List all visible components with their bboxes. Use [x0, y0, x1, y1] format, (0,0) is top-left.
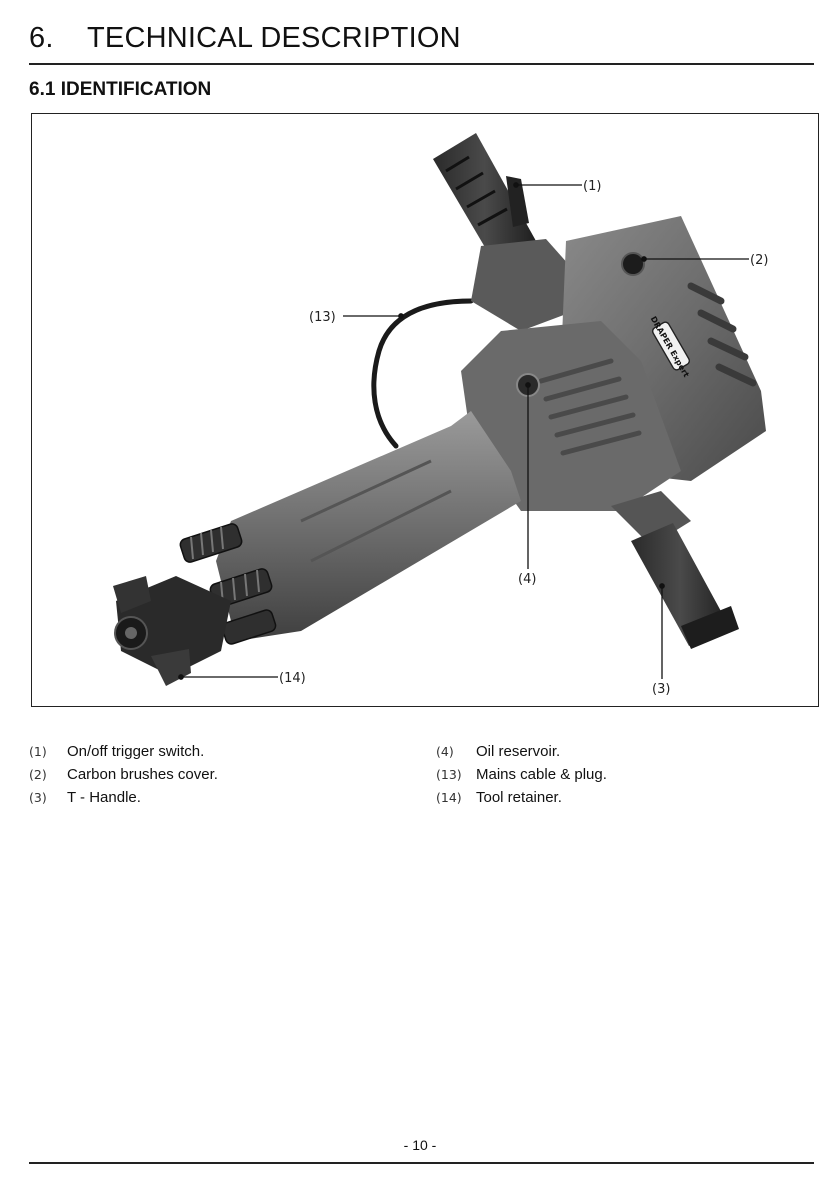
callout-label-4: (4) [518, 572, 536, 587]
legend-number: (1) [29, 740, 67, 763]
legend-left: (1)On/off trigger switch. (2)Carbon brus… [29, 740, 218, 809]
identification-figure: DRAPER Expert [31, 113, 819, 707]
legend-number: (3) [29, 786, 67, 809]
legend-label: Tool retainer. [476, 789, 562, 806]
callout-label-1: (1) [583, 179, 601, 194]
title-rule [29, 63, 814, 65]
callout-label-13: (13) [309, 310, 336, 325]
legend-label: Oil reservoir. [476, 743, 560, 760]
callout-label-14: (14) [279, 671, 306, 686]
section-title: 6.TECHNICAL DESCRIPTION [29, 22, 461, 55]
callout-label-2: (2) [750, 253, 768, 268]
t-handle [611, 491, 739, 649]
legend-number: (4) [436, 740, 476, 763]
legend-label: On/off trigger switch. [67, 743, 204, 760]
section-number: 6. [29, 22, 87, 55]
legend-number: (14) [436, 786, 476, 809]
legend-label: Carbon brushes cover. [67, 766, 218, 783]
legend-right: (4)Oil reservoir. (13)Mains cable & plug… [436, 740, 607, 809]
carbon-brush-cap [622, 253, 644, 275]
barrel [216, 411, 521, 641]
subsection-title: 6.1 IDENTIFICATION [29, 79, 211, 101]
footer-rule [29, 1162, 814, 1164]
legend-number: (13) [436, 763, 476, 786]
callout-label-3: (3) [652, 682, 670, 697]
legend-number: (2) [29, 763, 67, 786]
legend-label: Mains cable & plug. [476, 766, 607, 783]
legend-item: (14)Tool retainer. [436, 786, 607, 809]
legend-item: (4)Oil reservoir. [436, 740, 607, 763]
legend-label: T - Handle. [67, 789, 141, 806]
section-title-text: TECHNICAL DESCRIPTION [87, 22, 461, 54]
legend-item: (13)Mains cable & plug. [436, 763, 607, 786]
legend-item: (2)Carbon brushes cover. [29, 763, 218, 786]
legend-item: (3)T - Handle. [29, 786, 218, 809]
legend-item: (1)On/off trigger switch. [29, 740, 218, 763]
breaker-illustration: DRAPER Expert [32, 114, 820, 708]
page-number: - 10 - [0, 1137, 840, 1153]
